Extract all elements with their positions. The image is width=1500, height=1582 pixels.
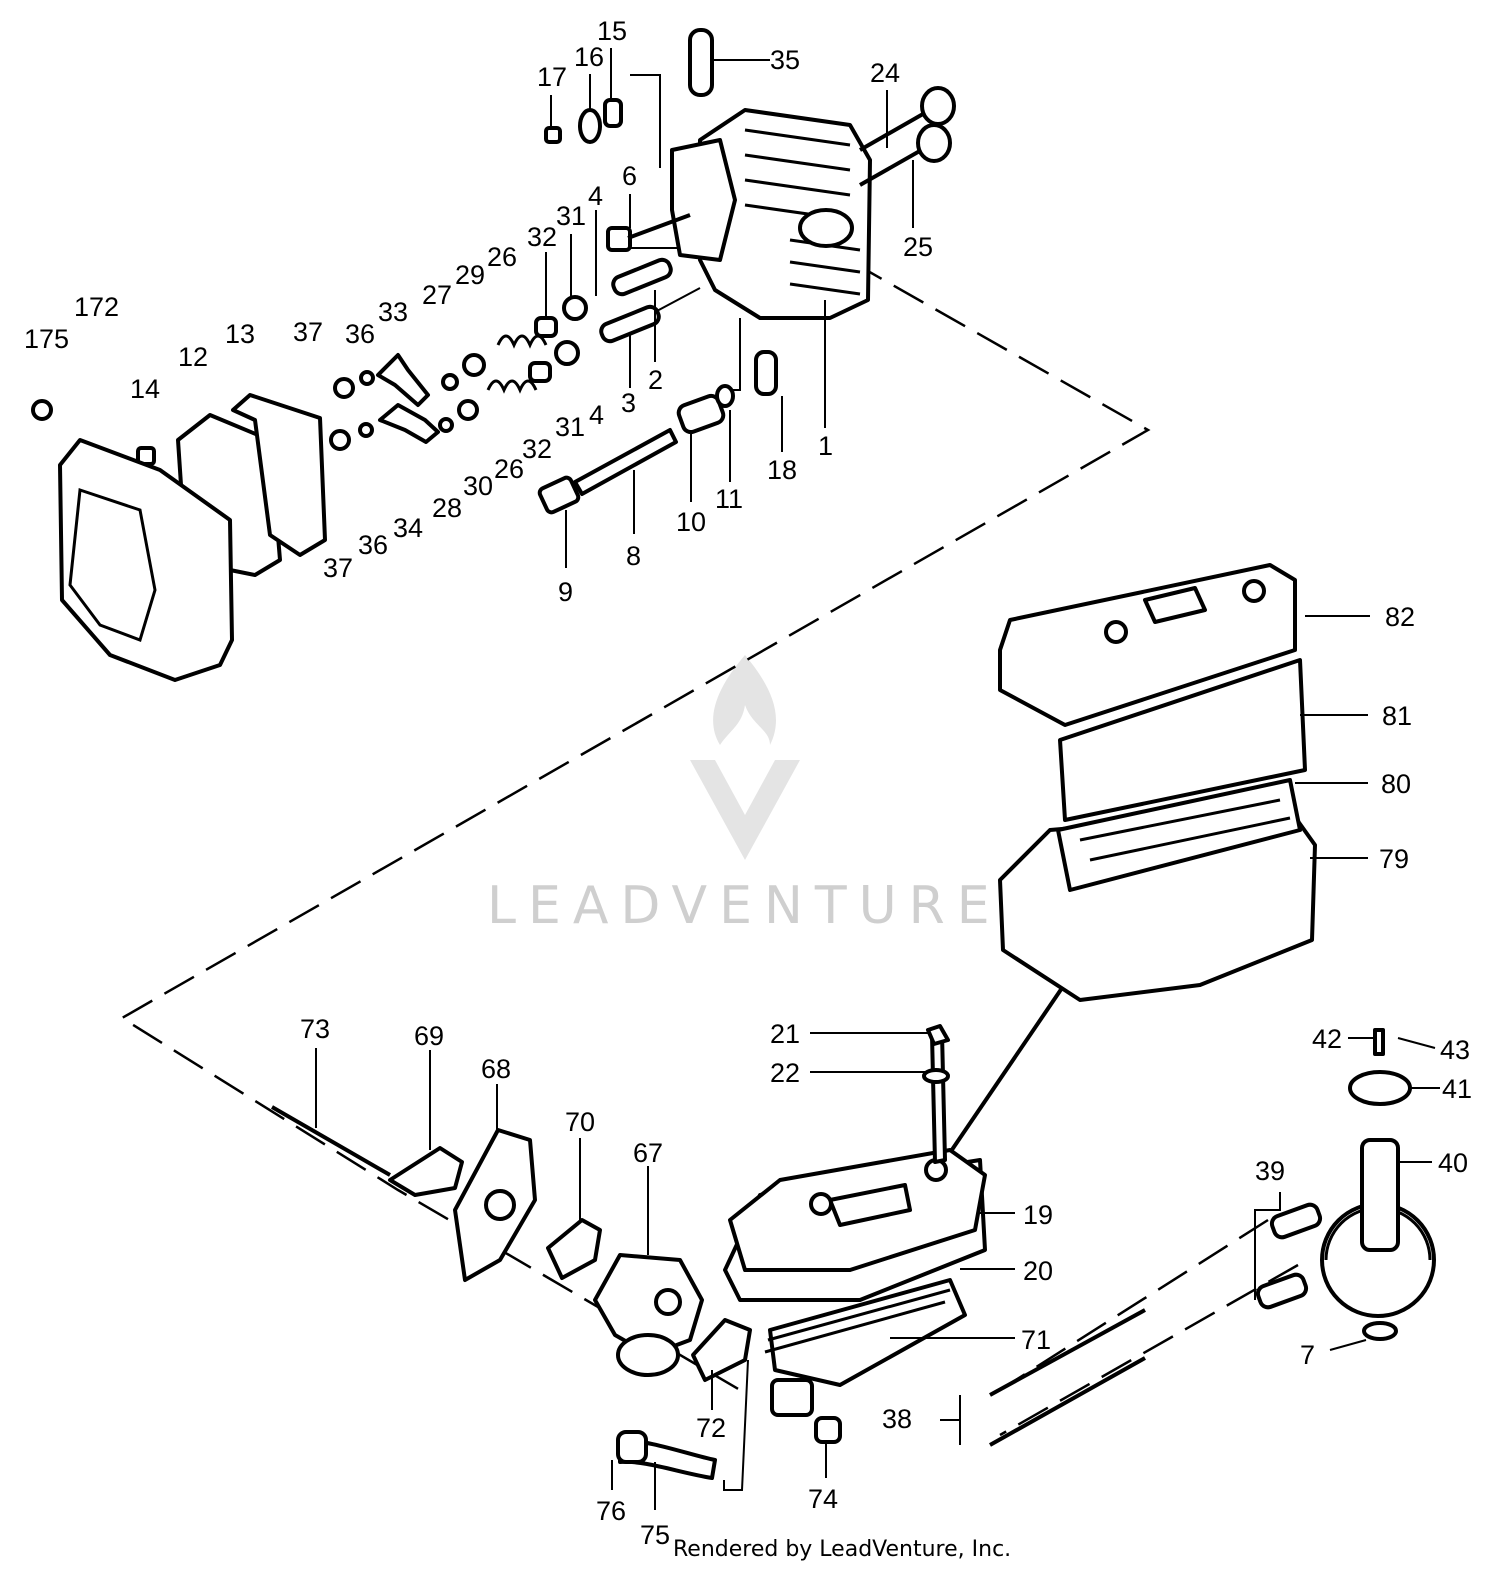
callout-68: 68 xyxy=(481,1054,511,1084)
callout-81: 81 xyxy=(1382,701,1412,731)
assembly-lines xyxy=(119,74,1299,1437)
camshaft-assembly xyxy=(1255,1028,1436,1341)
callout-17: 17 xyxy=(537,62,567,92)
callout-1: 1 xyxy=(818,431,833,461)
carb-stud xyxy=(271,1105,391,1177)
valve-springs xyxy=(438,295,588,433)
callout-70: 70 xyxy=(565,1107,595,1137)
callout-41: 41 xyxy=(1442,1074,1472,1104)
callout-labels: 15 16 17 35 24 25 6 4 31 32 26 29 27 33 … xyxy=(24,16,1472,1550)
watermark-text: LEADVENTURE xyxy=(487,876,1002,936)
callout-25: 25 xyxy=(903,232,933,262)
callout-15: 15 xyxy=(597,16,627,46)
rocker-arms xyxy=(329,353,440,451)
callout-73: 73 xyxy=(300,1014,330,1044)
air-cleaner-lower xyxy=(723,1148,987,1417)
cylinder-head xyxy=(670,108,872,320)
callout-2: 2 xyxy=(648,365,663,395)
callout-24: 24 xyxy=(870,58,900,88)
watermark: LEADVENTURE xyxy=(487,655,1002,936)
callout-10: 10 xyxy=(676,507,706,537)
callout-18: 18 xyxy=(767,455,797,485)
fuel-line xyxy=(616,1416,842,1480)
callout-12: 12 xyxy=(178,342,208,372)
carb-gaskets xyxy=(388,1128,752,1382)
valve-cover-shroud xyxy=(31,399,234,682)
rocker-guide-parts xyxy=(544,98,623,144)
callout-36-lower: 36 xyxy=(358,530,388,560)
callout-35: 35 xyxy=(770,45,800,75)
callout-27: 27 xyxy=(422,280,452,310)
callout-8: 8 xyxy=(626,541,641,571)
callout-28: 28 xyxy=(432,493,462,523)
callout-4-upper: 4 xyxy=(588,181,603,211)
callout-11: 11 xyxy=(715,484,743,514)
callout-172: 172 xyxy=(74,292,119,322)
carburetor xyxy=(593,1253,704,1377)
air-cleaner-bolt xyxy=(922,1024,950,1164)
valves xyxy=(859,86,956,187)
callout-43: 43 xyxy=(1440,1035,1470,1065)
callout-37-upper: 37 xyxy=(293,317,323,347)
push-rods xyxy=(989,1308,1146,1447)
callout-3: 3 xyxy=(621,388,636,418)
callout-82: 82 xyxy=(1385,602,1415,632)
callout-16: 16 xyxy=(574,42,604,72)
callout-76: 76 xyxy=(596,1496,626,1526)
leader-lines xyxy=(315,48,1440,1510)
callout-9: 9 xyxy=(558,577,573,607)
callout-40: 40 xyxy=(1438,1148,1468,1178)
air-filter-assembly xyxy=(998,563,1317,1002)
callout-6: 6 xyxy=(622,161,637,191)
callout-13: 13 xyxy=(225,319,255,349)
callout-32-lower: 32 xyxy=(522,434,552,464)
callout-79: 79 xyxy=(1379,844,1409,874)
callout-22: 22 xyxy=(770,1058,800,1088)
callout-80: 80 xyxy=(1381,769,1411,799)
callout-74: 74 xyxy=(808,1484,838,1514)
callout-20: 20 xyxy=(1023,1256,1053,1286)
callout-31-upper: 31 xyxy=(556,201,586,231)
callout-71: 71 xyxy=(1021,1325,1051,1355)
callout-30: 30 xyxy=(463,471,493,501)
callout-19: 19 xyxy=(1023,1200,1053,1230)
stud-bolt xyxy=(606,213,691,252)
callout-4-lower: 4 xyxy=(589,400,604,430)
callout-39: 39 xyxy=(1255,1156,1285,1186)
callout-34: 34 xyxy=(393,513,423,543)
shaft xyxy=(537,428,678,515)
spacers xyxy=(676,350,778,435)
callout-75: 75 xyxy=(640,1520,670,1550)
callout-36-upper: 36 xyxy=(345,319,375,349)
callout-38: 38 xyxy=(882,1404,912,1434)
callout-37-lower: 37 xyxy=(323,553,353,583)
push-rod-tube xyxy=(688,28,714,97)
rocker-studs xyxy=(599,257,673,344)
callout-72: 72 xyxy=(696,1413,726,1443)
rocker-cover xyxy=(136,393,327,577)
callout-42: 42 xyxy=(1312,1024,1342,1054)
callout-33: 33 xyxy=(378,297,408,327)
callout-29: 29 xyxy=(455,260,485,290)
callout-14: 14 xyxy=(130,374,160,404)
credit-line: Rendered by LeadVenture, Inc. xyxy=(673,1537,1011,1562)
callout-31-lower: 31 xyxy=(555,412,585,442)
callout-175: 175 xyxy=(24,324,69,354)
callout-32-upper: 32 xyxy=(527,222,557,252)
callout-69: 69 xyxy=(414,1021,444,1051)
callout-21: 21 xyxy=(770,1019,800,1049)
callout-26-upper: 26 xyxy=(487,242,517,272)
callout-67: 67 xyxy=(633,1138,663,1168)
callout-7: 7 xyxy=(1300,1340,1315,1370)
callout-26-lower: 26 xyxy=(494,454,524,484)
